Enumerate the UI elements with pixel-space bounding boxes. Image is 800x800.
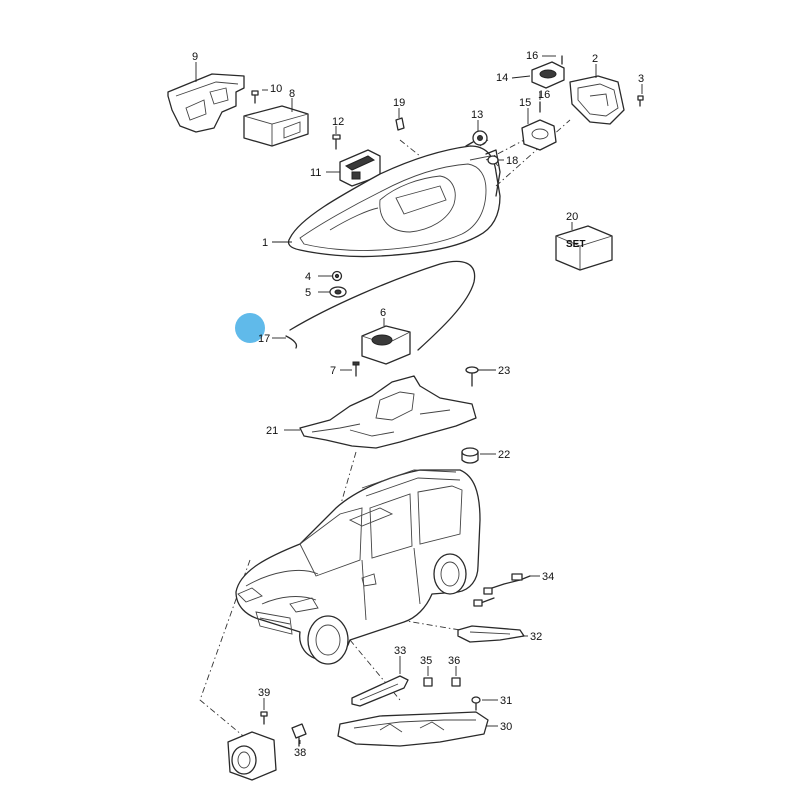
callout-6: 6 (380, 307, 386, 319)
part-36-bulb (451, 677, 461, 687)
callout-1: 1 (262, 237, 268, 249)
part-4-nut (331, 270, 343, 282)
callout-12: 12 (332, 116, 344, 128)
set-box-label: SET (566, 239, 585, 250)
callout-16: 16 (526, 50, 538, 62)
callout-19: 19 (393, 97, 405, 109)
callout-36: 36 (448, 655, 460, 667)
part-5-washer (329, 286, 347, 298)
callout-34: 34 (542, 571, 554, 583)
callout-4: 4 (305, 271, 311, 283)
callout-10: 10 (270, 83, 282, 95)
callout-31: 31 (500, 695, 512, 707)
part-7-screw (352, 361, 360, 377)
callout-3: 3 (638, 73, 644, 85)
relation-line (495, 119, 571, 187)
part-8-control-module (243, 105, 309, 147)
part-13-adjuster (465, 130, 488, 147)
callout-22: 22 (498, 449, 510, 461)
callout-21: 21 (266, 425, 278, 437)
callout-33: 33 (394, 645, 406, 657)
vehicle-outline (235, 469, 481, 665)
part-32-light-strip (457, 625, 525, 643)
part-3-screw (637, 95, 644, 107)
fog-lamp-assembly (227, 731, 277, 781)
part-10-screw (251, 90, 259, 104)
callout-18: 18 (506, 155, 518, 167)
callout-30: 30 (500, 721, 512, 733)
callout-32: 32 (530, 631, 542, 643)
part-1-headlamp (287, 145, 501, 258)
part-15-bracket (521, 119, 557, 151)
part-17-seal (285, 260, 476, 351)
relation-line (479, 139, 489, 147)
leader-14 (511, 75, 531, 79)
callout-8: 8 (289, 88, 295, 100)
callout-16b: 16 (538, 89, 550, 101)
relation-line (485, 137, 529, 161)
part-39-screw (260, 711, 268, 725)
part-18-grommet (487, 155, 499, 165)
relation-line (199, 559, 261, 751)
part-2-housing (569, 75, 625, 125)
part-19-pin (395, 117, 405, 131)
callout-2: 2 (592, 53, 598, 65)
relation-line (399, 139, 421, 157)
callout-14: 14 (496, 72, 508, 84)
part-21-lamp-carrier (299, 375, 477, 449)
callout-38: 38 (294, 747, 306, 759)
part-23-bolt (465, 366, 479, 387)
part-33-marker-light (351, 675, 409, 707)
callout-15: 15 (519, 97, 531, 109)
part-11-light-module (339, 149, 381, 187)
part-35-bulb (423, 677, 433, 687)
highlight-dot (235, 313, 265, 343)
part-34-wiring-harness (473, 573, 531, 607)
part-22-grommet (461, 447, 479, 464)
part-9-bracket (167, 73, 245, 133)
callout-13: 13 (471, 109, 483, 121)
callout-5: 5 (305, 287, 311, 299)
callout-11: 11 (310, 167, 321, 179)
relation-line (399, 619, 461, 631)
part-38-bulb (291, 723, 307, 747)
callout-7: 7 (330, 365, 336, 377)
callout-17: 17 (258, 333, 270, 345)
part-6-ballast (361, 325, 411, 365)
part-30-lower-trim (337, 711, 489, 747)
callout-20: 20 (566, 211, 578, 223)
part-31-screw (471, 696, 481, 711)
callout-9: 9 (192, 51, 198, 63)
callout-23: 23 (498, 365, 510, 377)
part-12-screw (332, 134, 341, 150)
callout-39: 39 (258, 687, 270, 699)
part-14-motor (531, 61, 565, 89)
part-20-set-box: SET (555, 225, 613, 271)
callout-35: 35 (420, 655, 432, 667)
